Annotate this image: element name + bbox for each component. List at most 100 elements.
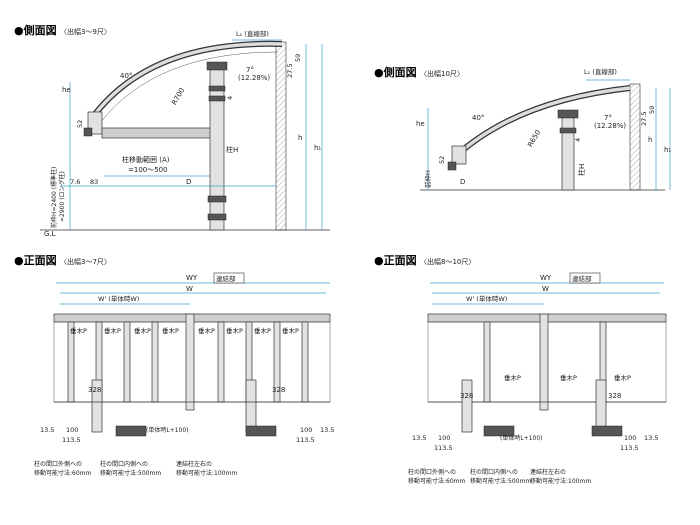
dim-52: 52 <box>76 120 84 128</box>
w-label: W <box>542 285 549 293</box>
post-h-label: 柱H <box>226 145 238 154</box>
note2b: 移動可能寸法:500mm <box>470 477 531 485</box>
front-view-small: ●正面図 〈出幅3～7尺〉 WY 連結部 W W' (単体時W) 垂木P 垂木P… <box>14 253 334 477</box>
rafter-label: 垂木P <box>560 373 577 382</box>
rafter-label: 垂木P <box>614 373 631 382</box>
section-title: ●正面図 <box>14 253 57 267</box>
joint-label: 連結部 <box>216 274 236 283</box>
dim-100: 100 <box>438 434 450 442</box>
dim-7-6: 7.6 <box>70 178 80 186</box>
dim-59: 59 <box>294 54 302 62</box>
dim-328: 328 <box>88 386 101 394</box>
dim-328: 328 <box>272 386 285 394</box>
gl-label: G.L <box>44 230 56 238</box>
note3b: 移動可能寸法:100mm <box>176 469 237 477</box>
dim-52: 52 <box>438 156 446 164</box>
front-h-label: 前枠H=2400 (標準柱) <box>50 167 58 228</box>
dim-4: 4 <box>226 96 234 100</box>
slope-label: 7° <box>246 66 254 74</box>
angle-label: 40° <box>472 114 484 122</box>
section-title: ●側面図 <box>374 65 417 79</box>
joint-label: 連結部 <box>572 274 592 283</box>
section-note: 〈出幅3～9尺〉 <box>60 27 111 36</box>
w1-label: W' (単体時W) <box>98 294 139 303</box>
rafter-label: 垂木P <box>162 326 179 335</box>
dim-83: 83 <box>90 178 98 186</box>
d-label: D <box>460 178 465 186</box>
dim-13-5: 13.5 <box>644 434 658 442</box>
side-view-large: ●側面図 〈出幅10尺〉 he h h₁ L₁ (直線部) 59 27.5 40… <box>374 65 671 191</box>
dim-27-5: 27.5 <box>286 64 294 78</box>
radius-label: R650 <box>526 129 542 149</box>
rafter-label: 垂木P <box>282 326 299 335</box>
section-note: 〈出幅8～10尺〉 <box>420 257 475 266</box>
l1-label: L₁ (直線部) <box>584 67 617 76</box>
front-h-label: 前枠H <box>423 170 432 188</box>
single-label: (単体時L+100) <box>500 434 543 442</box>
dim-113-5: 113.5 <box>620 444 639 452</box>
slope-label: 7° <box>604 114 612 122</box>
post-right <box>245 379 257 433</box>
side-view-small: ●側面図 〈出幅3～9尺〉 G.L he h h₁ L₁ (直線部) 59 <box>14 23 330 238</box>
wall <box>275 41 287 231</box>
d-label: D <box>186 178 191 186</box>
dim-4: 4 <box>574 138 582 142</box>
dim-113-5: 113.5 <box>434 444 453 452</box>
dim-328: 328 <box>460 392 473 400</box>
note1b: 移動可能寸法:60mm <box>34 469 92 477</box>
rafter-label: 垂木P <box>134 326 151 335</box>
he-label: he <box>416 120 425 128</box>
post <box>561 111 575 191</box>
rafter-label: 垂木P <box>104 326 121 335</box>
wall <box>629 83 641 191</box>
note2a: 柱の間口内側への <box>470 468 518 476</box>
dim-27-5: 27.5 <box>640 112 648 126</box>
w1-label: W' (単体時W) <box>466 294 507 303</box>
h1-label: h₁ <box>314 144 321 152</box>
dim-113-5: 113.5 <box>62 436 81 444</box>
dim-113-5: 113.5 <box>296 436 315 444</box>
post-h-label: 柱H <box>577 164 586 176</box>
note1a: 柱の間口外側への <box>34 460 82 468</box>
section-title: ●正面図 <box>374 253 417 267</box>
h-label: h <box>648 136 652 144</box>
w-label: W <box>186 285 193 293</box>
dim-328: 328 <box>608 392 621 400</box>
section-note: 〈出幅3～7尺〉 <box>60 257 111 266</box>
note1b: 移動可能寸法:60mm <box>408 477 466 485</box>
rafter-label: 垂木P <box>70 326 87 335</box>
front-view-large: ●正面図 〈出幅8～10尺〉 WY 連結部 W W' (単体時W) 垂木P 垂木… <box>374 253 667 485</box>
rafter-label: 垂木P <box>504 373 521 382</box>
move-label: 柱移動範囲 (A) <box>122 155 170 164</box>
section-note: 〈出幅10尺〉 <box>420 69 464 78</box>
post-left <box>91 379 103 433</box>
h-label: h <box>298 134 302 142</box>
note1a: 柱の間口外側への <box>408 468 456 476</box>
dim-59: 59 <box>648 106 656 114</box>
wy-label: WY <box>186 274 198 282</box>
radius-label: R700 <box>170 87 186 107</box>
dim-100: 100 <box>300 426 312 434</box>
note2b: 移動可能寸法:500mm <box>100 469 161 477</box>
h1-label: h₁ <box>664 146 671 154</box>
dim-100: 100 <box>66 426 78 434</box>
rafter-label: 垂木P <box>198 326 215 335</box>
l1-label: L₁ (直線部) <box>236 29 269 38</box>
rafter-label: 垂木P <box>226 326 243 335</box>
front-h2-label: =2900 (ロング柱) <box>58 171 66 222</box>
note3a: 連結柱左右の <box>176 460 212 468</box>
post-left <box>461 379 473 433</box>
he-label: he <box>62 86 71 94</box>
section-title: ●側面図 <box>14 23 57 37</box>
angle-label: 40° <box>120 72 132 80</box>
slope-pct-label: (12.28%) <box>238 74 270 82</box>
post-right <box>595 379 607 433</box>
note3b: 移動可能寸法:100mm <box>530 477 591 485</box>
dim-13-5: 13.5 <box>320 426 334 434</box>
rafter-label: 垂木P <box>254 326 271 335</box>
single-label: (単体時L+100) <box>146 426 189 434</box>
wy-label: WY <box>540 274 552 282</box>
dim-100: 100 <box>624 434 636 442</box>
front-frame <box>451 145 467 165</box>
